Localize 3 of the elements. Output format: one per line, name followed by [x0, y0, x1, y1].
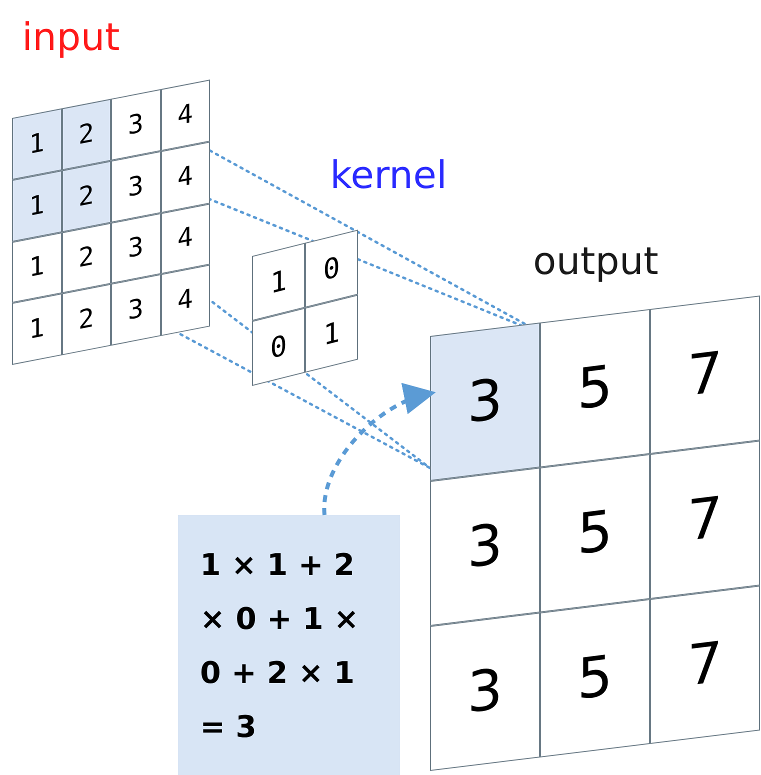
matrix-title: output [533, 242, 658, 280]
matrix-title: kernel [330, 156, 448, 194]
matrix-title: input [22, 18, 120, 56]
